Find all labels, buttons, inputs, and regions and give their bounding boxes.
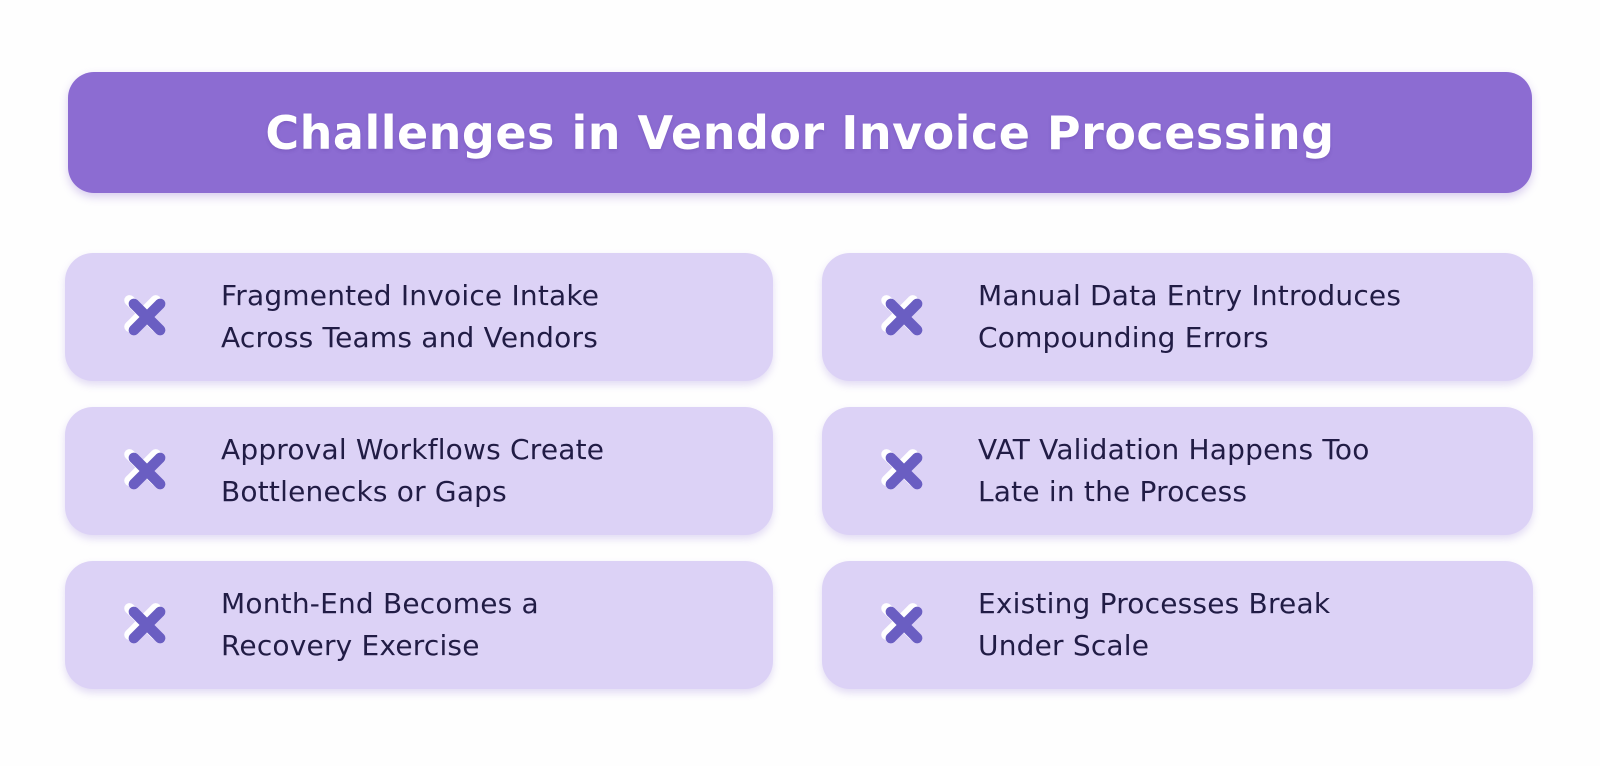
challenge-line: Fragmented Invoice Intake — [221, 279, 600, 312]
challenge-line: VAT Validation Happens Too — [978, 433, 1370, 466]
challenge-line: Compounding Errors — [978, 321, 1269, 354]
header-banner: Challenges in Vendor Invoice Processing — [68, 72, 1532, 193]
challenge-card-vat-validation: VAT Validation Happens Too Late in the P… — [822, 407, 1533, 535]
x-mark-icon — [124, 603, 166, 644]
challenge-card-existing-processes: Existing Processes Break Under Scale — [822, 561, 1533, 689]
challenge-card-fragmented-intake: Fragmented Invoice Intake Across Teams a… — [65, 253, 773, 381]
challenge-line: Under Scale — [978, 629, 1150, 662]
challenge-line: Across Teams and Vendors — [221, 321, 598, 354]
challenge-line: Manual Data Entry Introduces — [978, 279, 1402, 312]
challenges-grid: Fragmented Invoice Intake Across Teams a… — [65, 253, 1533, 689]
challenge-line: Existing Processes Break — [978, 587, 1331, 620]
challenge-text: Month-End Becomes a Recovery Exercise — [221, 583, 539, 667]
challenge-card-approval-workflows: Approval Workflows Create Bottlenecks or… — [65, 407, 773, 535]
x-mark-icon — [124, 449, 166, 490]
challenge-text: VAT Validation Happens Too Late in the P… — [978, 429, 1370, 513]
challenge-line: Late in the Process — [978, 475, 1248, 508]
challenge-text: Existing Processes Break Under Scale — [978, 583, 1330, 667]
challenge-text: Approval Workflows Create Bottlenecks or… — [221, 429, 604, 513]
challenge-card-month-end: Month-End Becomes a Recovery Exercise — [65, 561, 773, 689]
challenge-card-manual-entry: Manual Data Entry Introduces Compounding… — [822, 253, 1533, 381]
challenge-text: Fragmented Invoice Intake Across Teams a… — [221, 275, 599, 359]
x-mark-icon — [881, 603, 923, 644]
challenge-line: Recovery Exercise — [221, 629, 480, 662]
challenge-text: Manual Data Entry Introduces Compounding… — [978, 275, 1401, 359]
page-title: Challenges in Vendor Invoice Processing — [265, 105, 1335, 160]
challenge-line: Month-End Becomes a — [221, 587, 539, 620]
x-mark-icon — [881, 295, 923, 336]
x-mark-icon — [881, 449, 923, 490]
challenge-line: Bottlenecks or Gaps — [221, 475, 507, 508]
challenge-line: Approval Workflows Create — [221, 433, 605, 466]
x-mark-icon — [124, 295, 166, 336]
